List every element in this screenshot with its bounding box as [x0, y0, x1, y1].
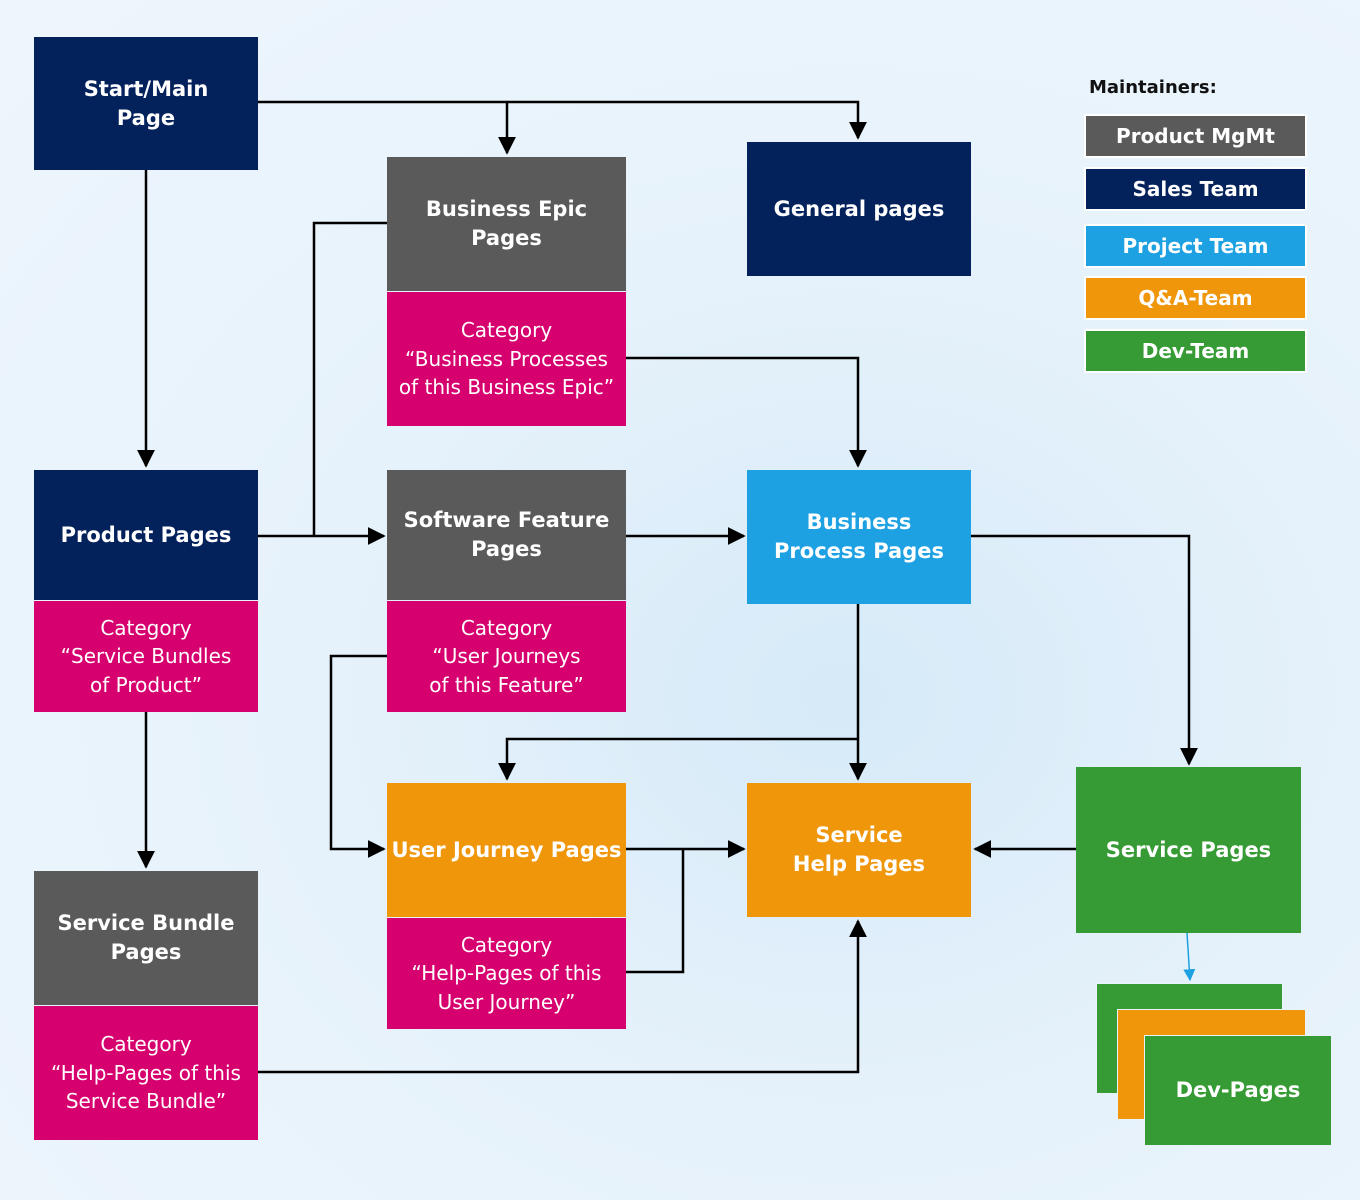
software-feature-node: Software Feature Pages [387, 470, 626, 600]
general-pages-label: General pages [773, 196, 945, 221]
product-pages-label: Product Pages [60, 522, 232, 547]
legend-item-sales-team: Sales Team [1084, 167, 1307, 211]
software-feature-label: Software Feature Pages [403, 508, 610, 561]
legend-label: Q&A-Team [1138, 286, 1253, 310]
business-process-node: Business Process Pages [747, 470, 971, 604]
legend-label: Product MgMt [1116, 124, 1275, 148]
business-epic-category-label: Category “Business Processes of this Bus… [398, 318, 615, 400]
legend-label: Project Team [1122, 234, 1269, 258]
user-journey-category-label: Category “Help-Pages of this User Journe… [411, 932, 602, 1014]
legend-item-qa-team: Q&A-Team [1084, 276, 1307, 320]
user-journey-label: User Journey Pages [391, 837, 622, 862]
edge-feature-category-to-user-journey [329, 654, 387, 858]
legend-item-project-team: Project Team [1084, 224, 1307, 268]
software-feature-category: Category “User Journeys of this Feature” [387, 601, 626, 712]
business-process-label: Business Process Pages [774, 510, 944, 563]
general-pages-node: General pages [747, 142, 971, 276]
business-epic-node: Business Epic Pages [387, 157, 626, 291]
legend-item-dev-team: Dev-Team [1084, 329, 1307, 373]
service-pages-node: Service Pages [1076, 767, 1301, 933]
service-help-node: Service Help Pages [747, 783, 971, 917]
service-bundle-category: Category “Help-Pages of this Service Bun… [34, 1006, 258, 1140]
business-epic-category: Category “Business Processes of this Bus… [387, 292, 626, 426]
edge-business-process-to-service-pages [970, 534, 1198, 766]
dev-pages-label: Dev-Pages [1175, 1078, 1301, 1102]
software-feature-category-label: Category “User Journeys of this Feature” [429, 615, 584, 697]
edge-journey-category-to-service-help [626, 849, 685, 974]
product-category: Category “Service Bundles of Product” [34, 601, 258, 712]
user-journey-node: User Journey Pages [387, 783, 626, 917]
service-bundle-category-label: Category “Help-Pages of this Service Bun… [51, 1032, 241, 1114]
service-pages-label: Service Pages [1105, 837, 1272, 862]
service-help-label: Service Help Pages [792, 823, 926, 876]
business-epic-label: Business Epic Pages [425, 197, 588, 250]
product-category-label: Category “Service Bundles of Product” [60, 615, 232, 697]
edge-business-epic-category-to-business-process [626, 356, 867, 468]
start-main-node: Start/Main Page [34, 37, 258, 170]
edge-business-process-to-user-journey [498, 737, 858, 781]
user-journey-category: Category “Help-Pages of this User Journe… [387, 918, 626, 1029]
edge-start-to-business-epic [258, 100, 516, 155]
legend-title: Maintainers: [1089, 77, 1217, 98]
legend-label: Dev-Team [1141, 339, 1250, 363]
edge-business-epic-to-software-feature [312, 221, 387, 536]
dev-pages-node: Dev-Pages [1144, 1035, 1332, 1146]
edge-start-to-general [507, 100, 867, 140]
legend-item-product-mgmt: Product MgMt [1084, 114, 1307, 158]
legend-label: Sales Team [1132, 177, 1259, 201]
edge-bundle-category-to-service-help [258, 919, 867, 1074]
edge-service-pages-to-dev-pages [1183, 932, 1196, 982]
service-bundle-node: Service Bundle Pages [34, 871, 258, 1005]
service-bundle-label: Service Bundle Pages [57, 911, 235, 964]
start-main-label: Start/Main Page [83, 76, 209, 130]
product-pages-node: Product Pages [34, 470, 258, 600]
